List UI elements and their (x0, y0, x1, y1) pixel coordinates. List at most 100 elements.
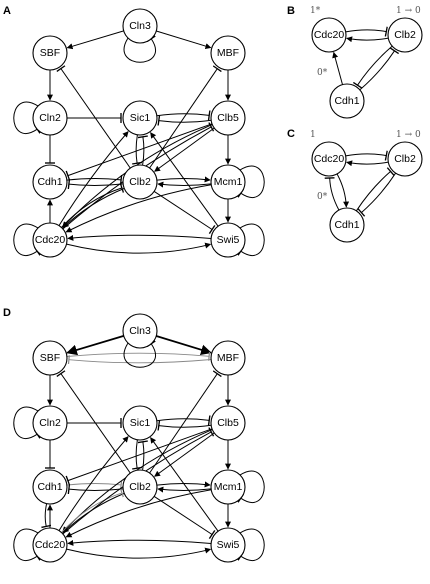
node-mcm1-circle (210, 469, 246, 505)
node-cdh1: Cdh1 (329, 207, 365, 243)
node-swi5-label: Swi5 (217, 539, 240, 551)
edge-Clb2-inhibits-Cdh1 (357, 172, 397, 217)
annotation-cdh1: 0* (317, 192, 328, 202)
annotation-cdh1: 0* (317, 68, 328, 78)
node-swi5-label: Swi5 (217, 234, 240, 246)
node-cdc20-circle (32, 527, 68, 563)
node-clb5-circle (210, 100, 246, 136)
edge-Cdh1-inhibits-Clb2 (66, 174, 123, 185)
node-cdh1-circle (32, 469, 68, 505)
node-cdh1: Cdh1 (32, 469, 68, 505)
self-loop-Swi5 (237, 223, 265, 256)
node-cdc20: Cdc20 (311, 141, 347, 177)
edge-Clb2-activates-Cdc20 (62, 492, 125, 534)
node-mbf: MBF (210, 35, 246, 71)
edge-Clb5-inhibits-Cdh1 (65, 428, 213, 486)
node-mbf-label: MBF (217, 352, 239, 364)
edge-Clb2-inhibits-MBF (149, 370, 222, 474)
node-mcm1: Mcm1 (210, 469, 246, 505)
node-sic1-circle (122, 405, 158, 441)
panel-letter-b: B (287, 5, 295, 17)
panel-letter-d: D (3, 307, 11, 319)
edge-Cdc20-inhibits-Clb2 (61, 488, 124, 533)
edge-Mcm1-activates-Clb2 (157, 486, 212, 493)
edge-Swi5-activates-Cdc20 (67, 539, 212, 546)
node-cln3-circle (122, 313, 158, 349)
node-sic1-label: Sic1 (130, 417, 151, 429)
node-clb2: Clb2 (122, 469, 158, 505)
edge-Clb5-activates-Clb2 (154, 432, 215, 477)
edge-Cdh1-inhibits-Clb2 (66, 480, 123, 490)
node-clb2-label: Clb2 (129, 176, 151, 188)
node-clb2: Clb2 (387, 141, 423, 177)
edge-Clb2-activates-Cdc20 (62, 187, 125, 229)
node-mcm1-circle (210, 164, 246, 200)
node-swi5-circle (210, 222, 246, 258)
node-sic1-circle (122, 100, 158, 136)
node-cln3-label: Cln3 (129, 325, 151, 337)
edge-Clb5-inhibits-Sic1 (157, 115, 212, 126)
node-mcm1-label: Mcm1 (214, 176, 243, 188)
node-sbf-label: SBF (40, 47, 60, 59)
node-cln3: Cln3 (122, 8, 158, 44)
node-swi5: Swi5 (210, 222, 246, 258)
node-clb2-circle (122, 469, 158, 505)
node-swi5: Swi5 (210, 527, 246, 563)
edge-Cdh1-inhibits-Clb2 (359, 47, 400, 91)
edge-Cdh1-activates-Cdc20 (332, 51, 343, 85)
panel-letter-c: C (287, 128, 295, 140)
node-sbf: SBF (32, 35, 68, 71)
edge-Clb2-activates-Cdc20 (346, 160, 389, 167)
node-mcm1-label: Mcm1 (214, 481, 243, 493)
edge-Cdh1-inhibits-Cdc20 (41, 503, 52, 529)
edge-Sic1-inhibits-Clb5 (156, 110, 211, 121)
self-loop-Cdc20 (13, 223, 41, 256)
node-cdc20-circle (311, 17, 347, 53)
edge-Cdc20-inhibits-Clb2 (61, 182, 125, 228)
annotation-cdc20: 1 (310, 130, 316, 140)
node-cdc20: Cdc20 (311, 17, 347, 53)
node-mbf-circle (210, 35, 246, 71)
node-clb5-circle (210, 405, 246, 441)
edge-SBF-inhibits-MBF (66, 351, 211, 361)
node-cln2-circle (32, 100, 68, 136)
node-sbf: SBF (32, 340, 68, 376)
edge-Cdc20-activates-Sic1 (58, 436, 129, 531)
edge-Cln3-activates-SBF (66, 335, 124, 356)
edge-Cdh1-inhibits-Cdc20 (324, 177, 340, 211)
node-cln2: Cln2 (32, 405, 68, 441)
node-sic1: Sic1 (122, 405, 158, 441)
self-loop-Cln2 (13, 406, 41, 439)
node-clb2-label: Clb2 (394, 29, 416, 41)
edge-Cln3-activates-MBF (156, 30, 212, 49)
edge-Cdc20-activates-Swi5 (66, 242, 212, 254)
edge-Clb2-inhibits-Cdh1 (67, 179, 124, 190)
edge-Clb5-inhibits-Sic1 (157, 420, 212, 431)
edge-Clb2-inhibits-MBF (149, 65, 222, 169)
node-sic1: Sic1 (122, 100, 158, 136)
node-sbf-circle (32, 340, 68, 376)
edge-Swi5-activates-Cdc20 (67, 234, 212, 241)
node-cdh1: Cdh1 (32, 164, 68, 200)
node-cdh1-label: Cdh1 (37, 481, 62, 493)
node-cdc20-circle (32, 222, 68, 258)
node-cdc20-label: Cdc20 (314, 153, 345, 165)
node-sbf-label: SBF (40, 352, 60, 364)
edge-Clb2-inhibits-Sic1 (137, 135, 148, 166)
node-clb2-circle (387, 141, 423, 177)
node-cdh1-circle (329, 207, 365, 243)
node-cdh1-label: Cdh1 (334, 219, 359, 231)
node-clb2-circle (122, 164, 158, 200)
self-loop-Cln3 (123, 340, 156, 368)
annotation-cdc20: 1* (310, 6, 321, 16)
annotation-clb2: 1 → 0 (396, 6, 421, 16)
self-loop-Mcm1 (237, 470, 265, 503)
self-loop-Cdc20 (13, 528, 41, 561)
node-cln3-label: Cln3 (129, 20, 151, 32)
edge-Cln3-activates-SBF (66, 30, 124, 50)
edge-Cdc20-inhibits-Clb2 (345, 26, 388, 37)
edge-Sic1-inhibits-Clb2 (132, 134, 143, 165)
node-clb5-label: Clb5 (217, 112, 239, 124)
